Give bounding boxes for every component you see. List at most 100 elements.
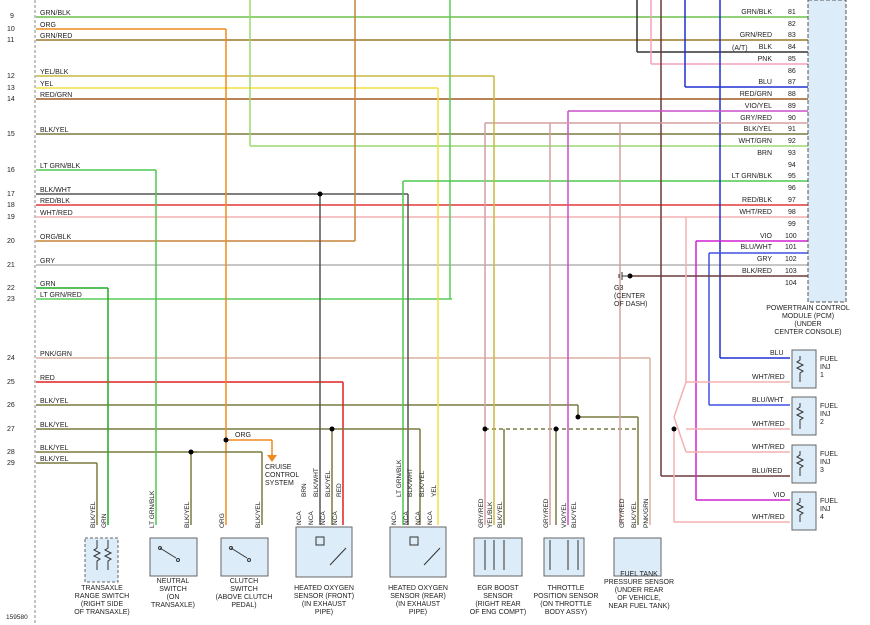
svg-text:PNK/GRN: PNK/GRN [643, 498, 650, 528]
svg-text:1: 1 [820, 372, 824, 379]
svg-text:VIO/YEL: VIO/YEL [745, 103, 772, 110]
svg-text:BLK/YEL: BLK/YEL [184, 501, 191, 528]
svg-text:BLU: BLU [758, 79, 772, 86]
svg-text:87: 87 [788, 79, 796, 86]
svg-text:NCA: NCA [308, 511, 315, 525]
svg-text:PIPE): PIPE) [409, 609, 427, 616]
svg-text:(IN EXHAUST: (IN EXHAUST [396, 601, 441, 608]
svg-text:LT GRN/BLK: LT GRN/BLK [732, 173, 773, 180]
svg-text:104: 104 [785, 280, 797, 287]
svg-text:83: 83 [788, 32, 796, 39]
component-internals [92, 356, 805, 570]
svg-text:FUEL: FUEL [820, 403, 838, 410]
svg-text:BLU: BLU [770, 350, 784, 357]
svg-text:96: 96 [788, 185, 796, 192]
svg-text:TRANSAXLE): TRANSAXLE) [151, 602, 195, 609]
svg-text:SWITCH: SWITCH [230, 586, 258, 593]
svg-text:WHT/RED: WHT/RED [40, 210, 73, 217]
svg-text:GRY: GRY [757, 256, 772, 263]
svg-text:98: 98 [788, 209, 796, 216]
svg-text:BODY ASSY): BODY ASSY) [545, 609, 587, 616]
svg-text:88: 88 [788, 91, 796, 98]
svg-text:24: 24 [7, 355, 15, 362]
svg-text:WHT/GRN: WHT/GRN [739, 138, 772, 145]
svg-text:WHT/RED: WHT/RED [739, 209, 772, 216]
svg-text:NCA: NCA [403, 511, 410, 525]
svg-text:BLK/WHT: BLK/WHT [313, 468, 320, 497]
svg-text:BLK/YEL: BLK/YEL [40, 127, 69, 134]
svg-text:ORG/BLK: ORG/BLK [40, 234, 71, 241]
svg-text:BLU/WHT: BLU/WHT [752, 397, 784, 404]
svg-text:INJ: INJ [820, 506, 831, 513]
svg-text:RED/GRN: RED/GRN [40, 92, 72, 99]
svg-text:101: 101 [785, 244, 797, 251]
svg-text:(A/T): (A/T) [732, 45, 748, 52]
svg-text:103: 103 [785, 268, 797, 275]
svg-text:99: 99 [788, 221, 796, 228]
svg-text:YEL/BLK: YEL/BLK [40, 69, 69, 76]
svg-text:OF DASH): OF DASH) [614, 301, 647, 308]
svg-text:29: 29 [7, 460, 15, 467]
svg-text:SYSTEM: SYSTEM [265, 480, 294, 487]
svg-text:LT GRN/BLK: LT GRN/BLK [396, 459, 403, 497]
svg-text:MODULE (PCM): MODULE (PCM) [782, 313, 834, 320]
svg-text:ORG: ORG [40, 22, 56, 29]
svg-text:PIPE): PIPE) [315, 609, 333, 616]
svg-text:86: 86 [788, 68, 796, 75]
svg-text:18: 18 [7, 202, 15, 209]
diagram-id: 159580 [6, 614, 28, 621]
svg-text:BLK/YEL: BLK/YEL [40, 398, 69, 405]
svg-text:19: 19 [7, 214, 15, 221]
svg-text:95: 95 [788, 173, 796, 180]
svg-text:ORG: ORG [219, 513, 226, 528]
svg-text:BLK: BLK [759, 44, 773, 51]
svg-text:12: 12 [7, 73, 15, 80]
svg-text:NEAR FUEL TANK): NEAR FUEL TANK) [608, 603, 669, 610]
svg-text:RANGE SWITCH: RANGE SWITCH [75, 593, 129, 600]
pcm-module [807, 0, 847, 303]
svg-text:NCA: NCA [296, 511, 303, 525]
svg-text:(IN EXHAUST: (IN EXHAUST [302, 601, 347, 608]
svg-text:INJ: INJ [820, 364, 831, 371]
svg-text:102: 102 [785, 256, 797, 263]
svg-text:16: 16 [7, 167, 15, 174]
svg-text:SENSOR (FRONT): SENSOR (FRONT) [294, 593, 354, 600]
svg-text:BLK/YEL: BLK/YEL [90, 501, 97, 528]
svg-text:85: 85 [788, 56, 796, 63]
svg-text:81: 81 [788, 9, 796, 16]
svg-text:23: 23 [7, 296, 15, 303]
injector-feed [673, 381, 790, 523]
svg-text:FUEL TANK: FUEL TANK [620, 571, 658, 578]
svg-text:97: 97 [788, 197, 796, 204]
svg-text:28: 28 [7, 449, 15, 456]
svg-text:THROTTLE: THROTTLE [548, 585, 585, 592]
svg-text:89: 89 [788, 103, 796, 110]
svg-text:GRN: GRN [40, 281, 56, 288]
svg-text:INJ: INJ [820, 411, 831, 418]
svg-text:WHT/RED: WHT/RED [752, 421, 785, 428]
component-boxes [84, 349, 817, 583]
svg-text:25: 25 [7, 379, 15, 386]
sensor-wires [450, 75, 651, 525]
cruise-arrow-icon [267, 455, 277, 462]
svg-text:2: 2 [820, 419, 824, 426]
svg-text:(ABOVE CLUTCH: (ABOVE CLUTCH [216, 594, 273, 601]
svg-text:OF ENG COMPT): OF ENG COMPT) [470, 609, 526, 616]
svg-text:GRY/RED: GRY/RED [543, 498, 550, 528]
svg-text:(RIGHT SIDE: (RIGHT SIDE [81, 601, 124, 608]
row-num: 9 [10, 13, 14, 20]
ground-icon [618, 272, 630, 280]
svg-text:20: 20 [7, 238, 15, 245]
svg-text:GRN/RED: GRN/RED [740, 32, 772, 39]
component-names: TRANSAXLE RANGE SWITCH (RIGHT SIDE OF TR… [74, 571, 674, 616]
junction-dots [188, 191, 677, 455]
svg-text:4: 4 [820, 514, 824, 521]
ground-label: G3 (CENTER OF DASH) [614, 285, 647, 308]
svg-text:BLK/WHT: BLK/WHT [407, 468, 414, 497]
svg-text:3: 3 [820, 467, 824, 474]
svg-text:CLUTCH: CLUTCH [230, 578, 258, 585]
svg-text:GRN/BLK: GRN/BLK [741, 9, 772, 16]
